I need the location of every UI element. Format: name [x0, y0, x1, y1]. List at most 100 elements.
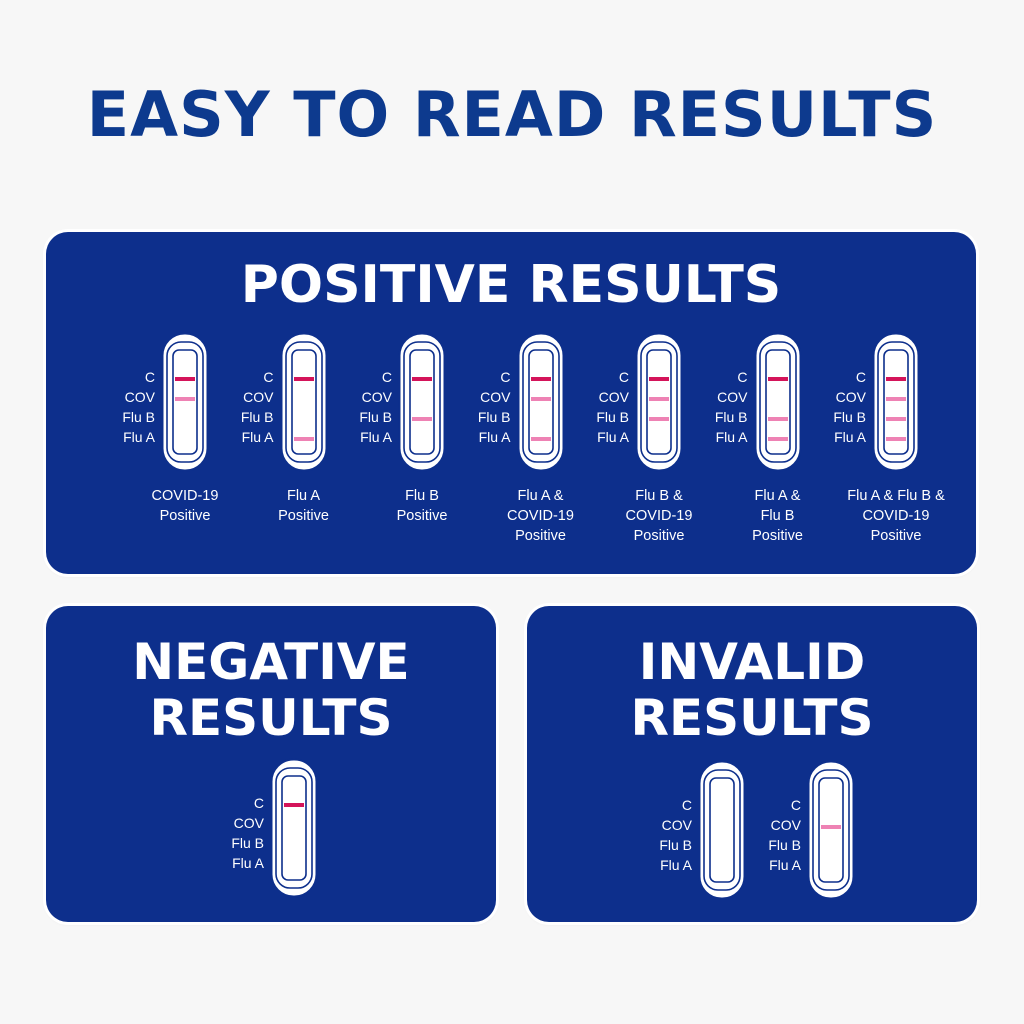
test-line-flu-a: [886, 437, 906, 441]
line-labels: C COV Flu B Flu A: [636, 795, 692, 875]
test-line-cov: [886, 397, 906, 401]
line-label: C: [737, 369, 748, 385]
caption-line: Flu A &: [754, 488, 801, 504]
line-label: Flu A: [834, 429, 866, 445]
test-line-cov: [821, 825, 841, 829]
test-line-flu-b: [412, 417, 432, 421]
line-labels: C COV Flu B Flu A: [573, 367, 629, 447]
control-line-c: [412, 377, 432, 381]
line-label: Flu A: [597, 429, 629, 445]
line-label: Flu B: [768, 837, 801, 853]
line-label: Flu A: [123, 429, 155, 445]
line-label: C: [790, 797, 801, 813]
test-line-flu-a: [293, 437, 314, 441]
line-label: COV: [770, 817, 801, 833]
control-line-c: [293, 377, 314, 381]
line-label: C: [263, 369, 274, 385]
page-title: EASY TO READ RESULTS: [86, 78, 938, 151]
test-cassette: [270, 758, 318, 898]
test-line-flu-b: [886, 417, 906, 421]
negative-title-line-1: NEGATIVE: [132, 633, 410, 691]
caption-line: Flu A & Flu B &: [847, 488, 945, 504]
test-line-flu-b: [649, 417, 669, 421]
test-cassette: [398, 332, 446, 472]
test-cassette: [807, 760, 855, 900]
caption-line: Positive: [870, 528, 922, 544]
result-caption: Flu B Positive: [357, 486, 487, 526]
negative-results-title: NEGATIVE RESULTS: [46, 634, 496, 746]
result-caption: Flu A Positive: [239, 486, 369, 526]
line-label: Flu B: [596, 409, 629, 425]
line-label: Flu B: [477, 409, 511, 425]
caption-line: COVID-19: [151, 488, 219, 504]
line-label: Flu A: [478, 429, 511, 445]
line-label: COV: [661, 817, 692, 833]
line-label: Flu A: [232, 855, 264, 871]
line-label: COV: [243, 389, 274, 405]
invalid-results-title: INVALID RESULTS: [527, 634, 977, 746]
line-label: Flu B: [231, 835, 264, 851]
line-label: Flu B: [833, 409, 866, 425]
test-line-flu-b: [767, 417, 788, 421]
line-label: COV: [835, 389, 866, 405]
line-label: Flu B: [659, 837, 692, 853]
line-label: COV: [598, 389, 629, 405]
caption-line: COVID-19: [862, 508, 930, 524]
line-label: C: [381, 369, 392, 385]
line-label: C: [253, 795, 264, 811]
line-labels: C COV Flu B Flu A: [336, 367, 392, 447]
control-line-c: [530, 377, 551, 381]
control-line-c: [767, 377, 788, 381]
line-label: Flu A: [360, 429, 392, 445]
line-label: COV: [233, 815, 264, 831]
negative-title-line-2: RESULTS: [149, 689, 393, 747]
invalid-title-line-2: RESULTS: [630, 689, 874, 747]
line-label: C: [618, 369, 629, 385]
line-label: COV: [717, 389, 748, 405]
line-label: Flu A: [241, 429, 274, 445]
caption-line: COVID-19: [507, 508, 574, 524]
line-label: COV: [361, 389, 392, 405]
test-line-flu-a: [530, 437, 551, 441]
caption-line: Positive: [515, 528, 566, 544]
positive-results-title: POSITIVE RESULTS: [240, 255, 782, 315]
test-cassette: [635, 332, 683, 472]
caption-line: Flu A &: [517, 488, 564, 504]
line-label: C: [681, 797, 692, 813]
line-label: COV: [124, 389, 155, 405]
invalid-title-line-1: INVALID: [638, 633, 866, 691]
caption-line: Positive: [396, 508, 448, 524]
test-line-flu-a: [767, 437, 788, 441]
test-cassette: [698, 760, 746, 900]
caption-line: Flu A: [286, 488, 321, 504]
caption-line: Positive: [278, 508, 329, 524]
control-line-c: [284, 803, 304, 807]
control-line-c: [649, 377, 669, 381]
line-label: Flu B: [359, 409, 392, 425]
line-label: C: [500, 369, 511, 385]
line-label: Flu B: [714, 409, 748, 425]
control-line-c: [175, 377, 195, 381]
caption-line: Positive: [159, 508, 211, 524]
caption-line: Flu B: [405, 488, 439, 504]
line-label: Flu A: [660, 857, 692, 873]
negative-results-panel: NEGATIVE RESULTS C COV Flu B Flu A: [46, 606, 496, 922]
caption-line: Flu B &: [635, 488, 683, 504]
test-line-cov: [649, 397, 669, 401]
line-labels: C COV Flu B Flu A: [208, 793, 264, 873]
test-cassette: [754, 332, 801, 472]
caption-line: Positive: [752, 528, 803, 544]
caption-line: Positive: [633, 528, 685, 544]
